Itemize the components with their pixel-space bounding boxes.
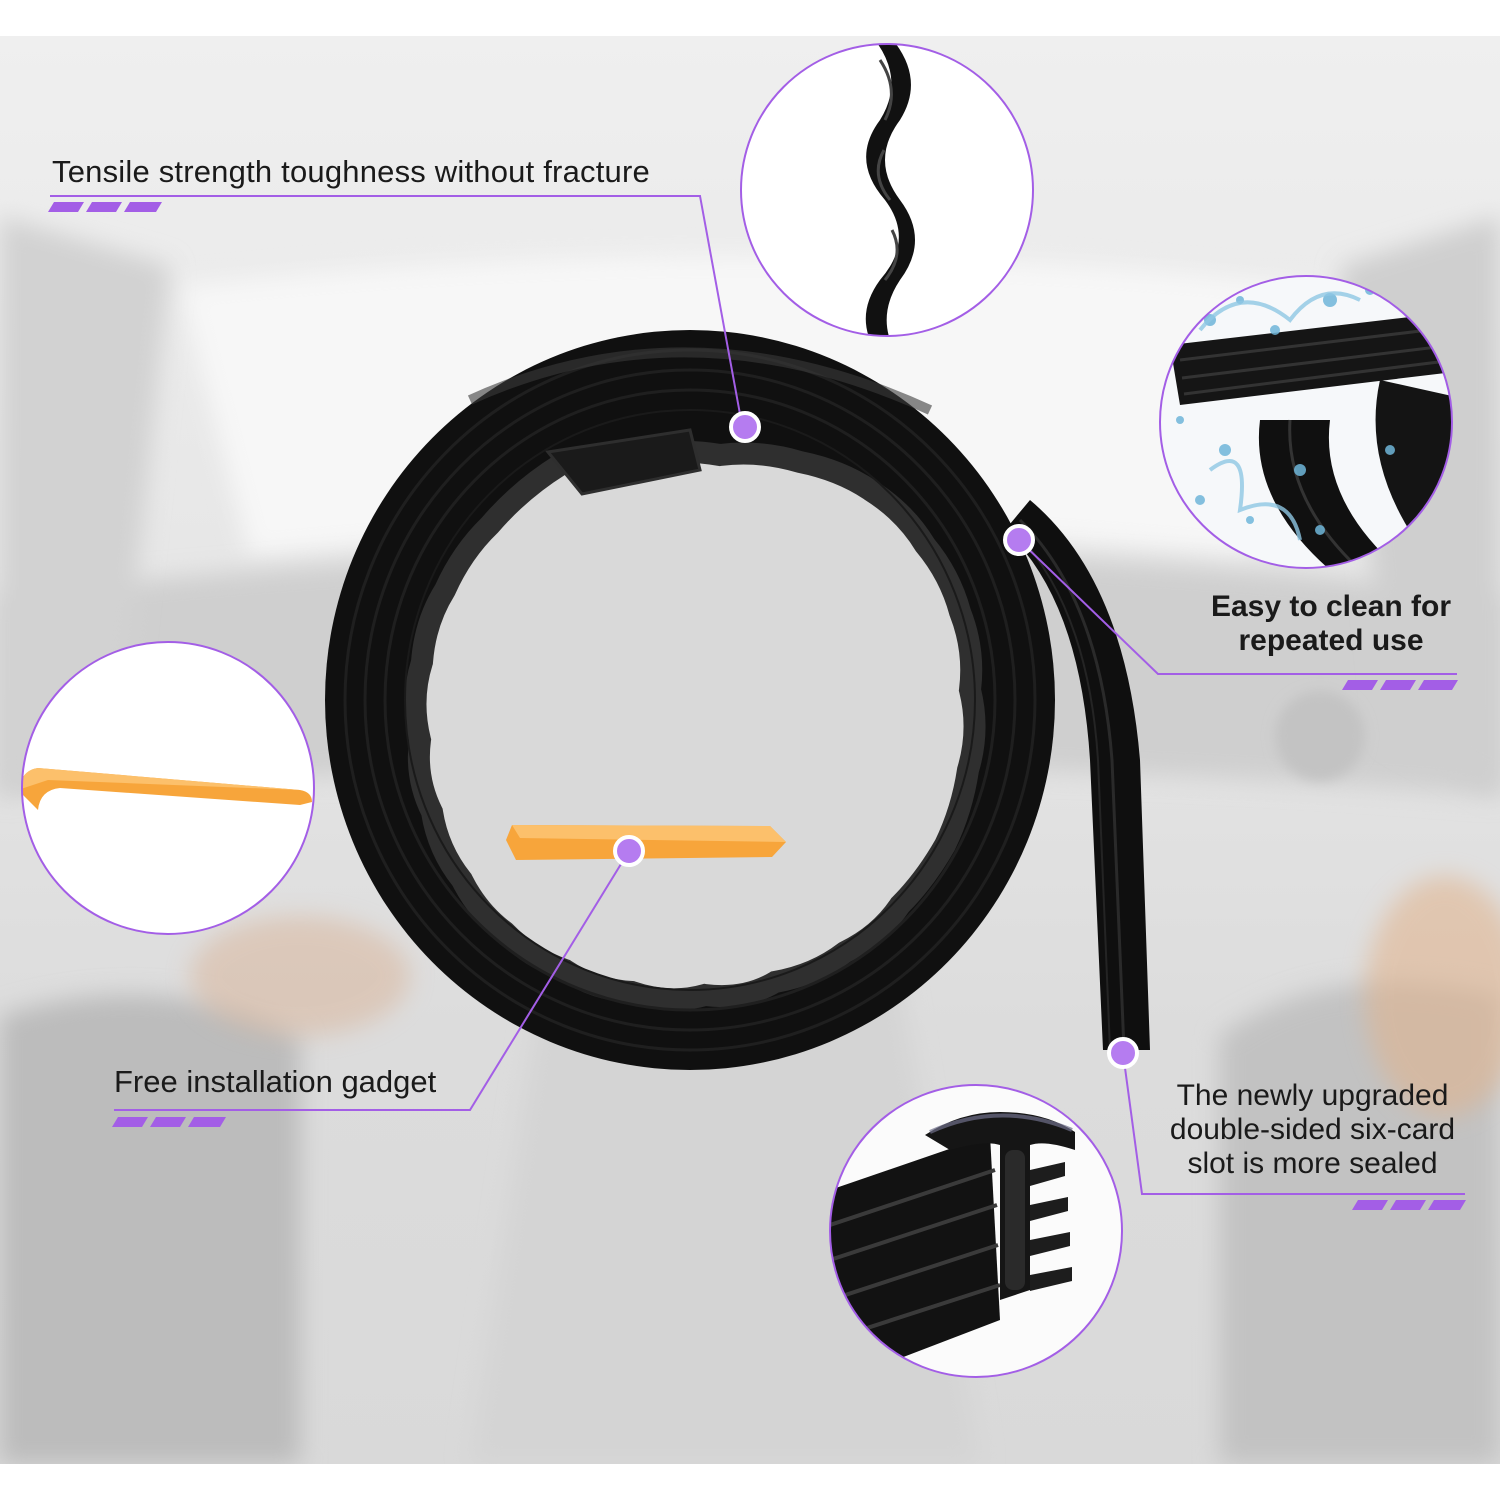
water-splash-strip-icon [1159, 275, 1453, 569]
callout-easy-to-clean-line1: Easy to clean for [1210, 590, 1452, 623]
pry-tool-icon [21, 641, 315, 935]
callout-sealed-slot-line2: double-sided six-card [1169, 1113, 1456, 1146]
callout-installation-gadget: Free installation gadget [114, 1064, 437, 1099]
callout-dots [613, 411, 1139, 1069]
twisted-rubber-strip-icon [740, 43, 1034, 337]
coiled-seal-strip [325, 330, 1150, 1070]
cross-section-profile-icon [829, 1084, 1123, 1378]
callout-easy-to-clean: Easy to clean for repeated use [1176, 590, 1486, 658]
callout-lines [50, 195, 1465, 1195]
callout-tensile-strength: Tensile strength toughness without fract… [52, 154, 650, 189]
accent-dashes [48, 202, 1466, 1210]
pry-tool [506, 825, 786, 860]
callout-sealed-slot-line3: slot is more sealed [1187, 1147, 1438, 1180]
callout-sealed-slot: The newly upgraded double-sided six-card… [1140, 1079, 1485, 1181]
callout-easy-to-clean-line2: repeated use [1238, 624, 1424, 657]
callout-sealed-slot-line1: The newly upgraded [1176, 1079, 1449, 1112]
